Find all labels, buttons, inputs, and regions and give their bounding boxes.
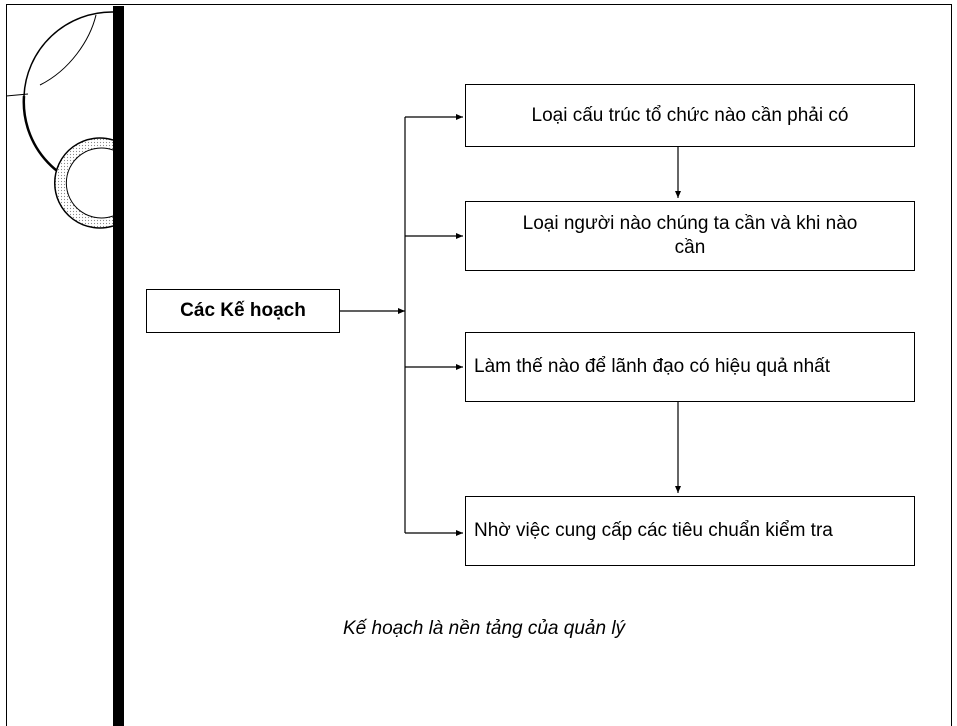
slide-frame [6, 4, 952, 726]
node-label: Làm thế nào để lãnh đạo có hiệu quả nhất [474, 356, 831, 377]
diagram-caption: Kế hoạch là nền tảng của quản lý [343, 618, 626, 639]
node-label: Loại người nào chúng ta cần và khi nào c… [522, 213, 858, 258]
vertical-divider-bar [113, 6, 124, 726]
node-organization-structure: Loại cấu trúc tổ chức nào cần phải có [465, 84, 915, 147]
root-plans-box: Các Kế hoạch [146, 289, 340, 333]
node-control-standards: Nhờ việc cung cấp các tiêu chuẩn kiểm tr… [465, 496, 915, 566]
node-effective-leadership: Làm thế nào để lãnh đạo có hiệu quả nhất [465, 332, 915, 402]
node-label: Nhờ việc cung cấp các tiêu chuẩn kiểm tr… [474, 520, 833, 541]
node-people-needed: Loại người nào chúng ta cần và khi nào c… [465, 201, 915, 271]
node-label: Loại cấu trúc tổ chức nào cần phải có [531, 104, 849, 126]
root-label: Các Kế hoạch [180, 300, 306, 321]
decorative-circles-graphic [5, 11, 114, 229]
